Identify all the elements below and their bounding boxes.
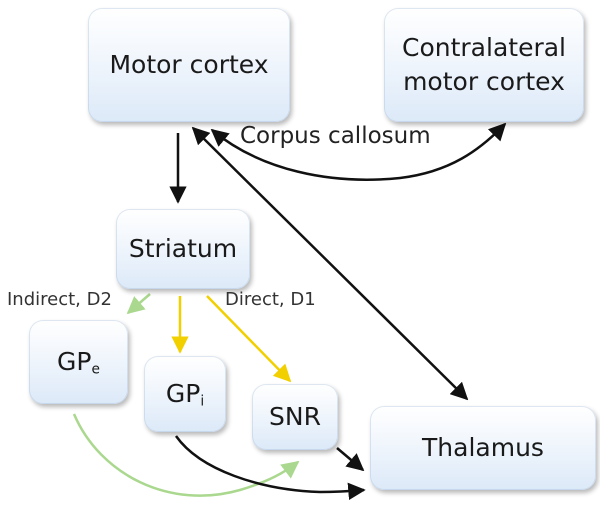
gpi-node: GPi (144, 356, 226, 432)
indirect-d2-label: Indirect, D2 (7, 289, 112, 310)
motor-cortex-node: Motor cortex (88, 8, 290, 122)
arrow-snr-to-thalamus (336, 447, 365, 472)
gpi-label: GPi (165, 379, 205, 410)
gpe-node: GPe (29, 320, 128, 404)
contralateral-label-line2: motor cortex (403, 67, 565, 96)
corpus-callosum-label: Corpus callosum (240, 123, 431, 149)
arrow-direct-snr (206, 295, 292, 383)
contralateral-motor-cortex-node: Contralateral motor cortex (384, 8, 584, 122)
arrow-indirect-gpe (126, 293, 151, 315)
striatum-label: Striatum (128, 234, 238, 264)
arrow-motor-thalamus (191, 126, 469, 401)
snr-label: SNR (269, 402, 321, 432)
direct-d1-label: Direct, D1 (225, 289, 316, 310)
thalamus-label: Thalamus (422, 433, 544, 463)
thalamus-node: Thalamus (370, 406, 596, 490)
striatum-node: Striatum (116, 209, 250, 289)
contralateral-label-line1: Contralateral (402, 33, 566, 63)
arrow-gpi-to-thalamus (174, 435, 366, 501)
gpe-label: GPe (57, 347, 100, 378)
motor-cortex-label: Motor cortex (109, 50, 269, 80)
arrow-gpe-to-snr (72, 413, 300, 497)
snr-node: SNR (252, 384, 338, 450)
